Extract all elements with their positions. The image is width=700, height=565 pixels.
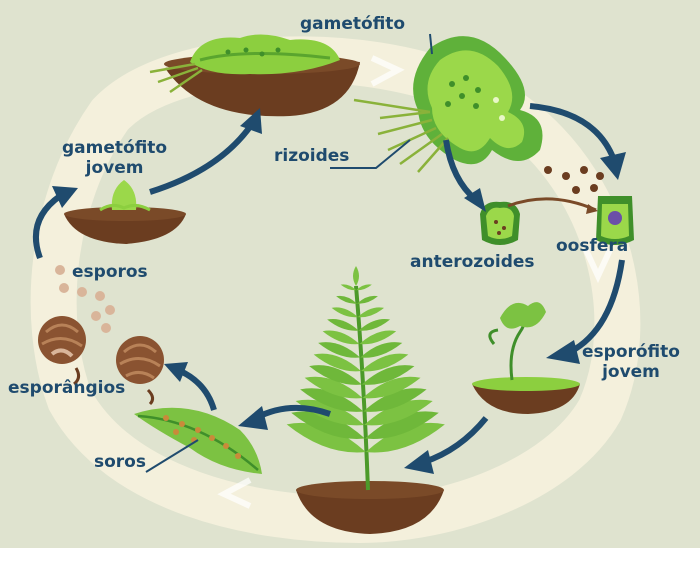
sperm-dots	[507, 166, 604, 214]
arrow-young-to-mature-sporophyte	[423, 416, 489, 465]
cycle-band-chevron	[370, 55, 405, 87]
fern-leaflet	[286, 422, 366, 453]
fern-leaflet	[365, 422, 445, 453]
label-rizoides: rizoides	[274, 146, 350, 166]
fern-leaflet	[361, 365, 415, 385]
fern-leaflet	[364, 399, 433, 426]
fern-leaflet	[360, 342, 403, 358]
label-esporofito-jovem-line2: jovem	[602, 362, 660, 382]
fern-leaflet	[309, 365, 362, 385]
arrow-young-to-mature-gametophyte	[149, 122, 255, 195]
gametophyte-on-soil	[149, 34, 360, 117]
label-leader-lines	[145, 33, 433, 473]
fern-tip	[353, 266, 359, 286]
cycle-band-chevron	[583, 248, 613, 284]
arrow-gametophyte-to-archegonium	[529, 103, 617, 162]
fern-leaflet	[291, 411, 365, 439]
fern-leaflet	[357, 307, 385, 318]
fern-leaflet	[364, 411, 439, 439]
spores	[55, 265, 115, 333]
label-esporangios: esporângios	[8, 378, 126, 398]
fern-leaflet	[363, 388, 427, 412]
label-gametofito: gametófito	[300, 14, 406, 34]
arrow-fertilization-to-sporophyte	[568, 259, 625, 355]
label-gametofito-jovem-line1: gametófito	[62, 138, 168, 158]
mature-sporophyte-fern	[286, 266, 445, 534]
cycle-band-chevron	[217, 477, 252, 509]
arrow-spores-to-young-gametophyte	[33, 193, 62, 260]
fern-leaflet	[340, 284, 357, 291]
label-anterozoides: anterozoides	[410, 252, 535, 272]
cycle-arrows	[33, 103, 626, 474]
fern-leaflet	[318, 342, 361, 358]
label-gametofito-jovem-line2: jovem	[85, 158, 144, 178]
sporangium-closed	[116, 336, 164, 406]
label-esporofito-jovem-line1: esporófito	[582, 342, 680, 362]
fern-leaflet	[358, 318, 391, 331]
fern-leaflet	[359, 330, 397, 345]
fern-leaflet	[327, 318, 359, 331]
antheridium	[480, 201, 520, 245]
label-soros: soros	[94, 452, 146, 472]
background-bottom-band	[0, 548, 700, 565]
sporangium-open	[38, 316, 86, 386]
fern-leaflet	[304, 376, 363, 399]
label-gametofito-jovem: gametófito jovem	[62, 138, 167, 178]
fern-leaflet	[357, 295, 378, 304]
fern-leaflet	[313, 353, 362, 372]
young-sporophyte	[472, 302, 580, 414]
fern-leaflet	[322, 330, 360, 345]
label-esporos: esporos	[72, 262, 148, 282]
archegonium	[596, 196, 634, 245]
label-esporofito-jovem: esporófito jovem	[582, 342, 680, 382]
fern-leaflet	[300, 388, 364, 412]
mature-gametophyte	[353, 36, 543, 173]
fern-leaflet	[362, 376, 421, 399]
fern-leaflet	[336, 295, 358, 304]
fern-leaflet	[361, 353, 409, 372]
fern-leaflet	[331, 307, 358, 318]
young-gametophyte	[64, 180, 186, 244]
label-oosfera: oosfera	[556, 236, 629, 256]
fern-leaflet	[356, 284, 372, 291]
